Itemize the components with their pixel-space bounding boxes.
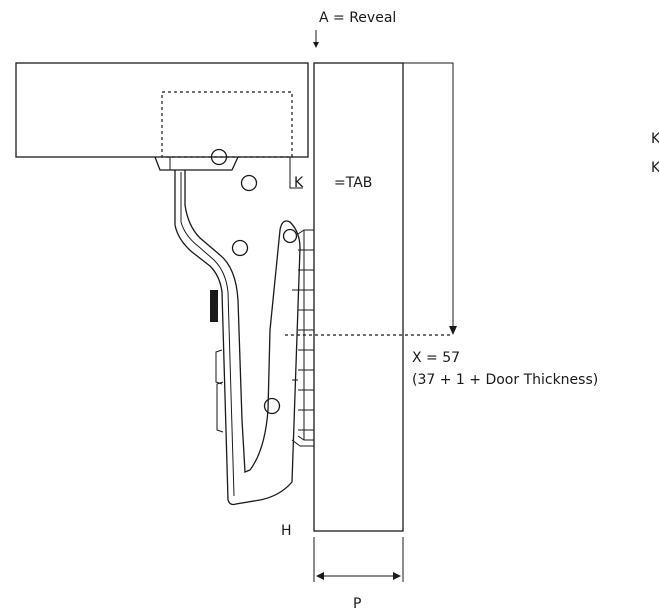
x-value-label: X = 57 [412, 350, 460, 366]
rivet-4 [282, 228, 298, 244]
door-edge-arrow [449, 326, 457, 335]
arm-notch-2 [216, 381, 224, 433]
hinge-cup-dashed [161, 91, 293, 158]
tab-label: =TAB [334, 175, 372, 191]
x-formula-label: (37 + 1 + Door Thickness) [412, 372, 598, 388]
right-k-label-1: K [651, 131, 659, 147]
arm-notch-1 [215, 349, 223, 385]
door-panel [313, 62, 404, 532]
rivet-1 [210, 148, 228, 166]
hinge-mount-base [154, 156, 239, 171]
rivet-2 [240, 174, 258, 192]
reveal-arrow-head [313, 42, 319, 48]
door-edge [403, 62, 454, 330]
p-arrow-right [393, 572, 401, 580]
p-label: P [353, 596, 361, 611]
reveal-label: A = Reveal [319, 10, 396, 26]
h-label: H [281, 523, 292, 539]
k-label: K [294, 175, 304, 191]
hinge-arm-inner [180, 172, 235, 497]
rivet-3 [231, 239, 249, 257]
hinge-arm-outer [174, 170, 301, 506]
p-arrow-left [316, 572, 324, 580]
door-mounting-plate [291, 229, 315, 447]
adjustment-tab [210, 290, 218, 322]
rivet-5 [263, 397, 281, 415]
panel-step [289, 157, 303, 189]
right-k-label-2: K [651, 160, 659, 176]
